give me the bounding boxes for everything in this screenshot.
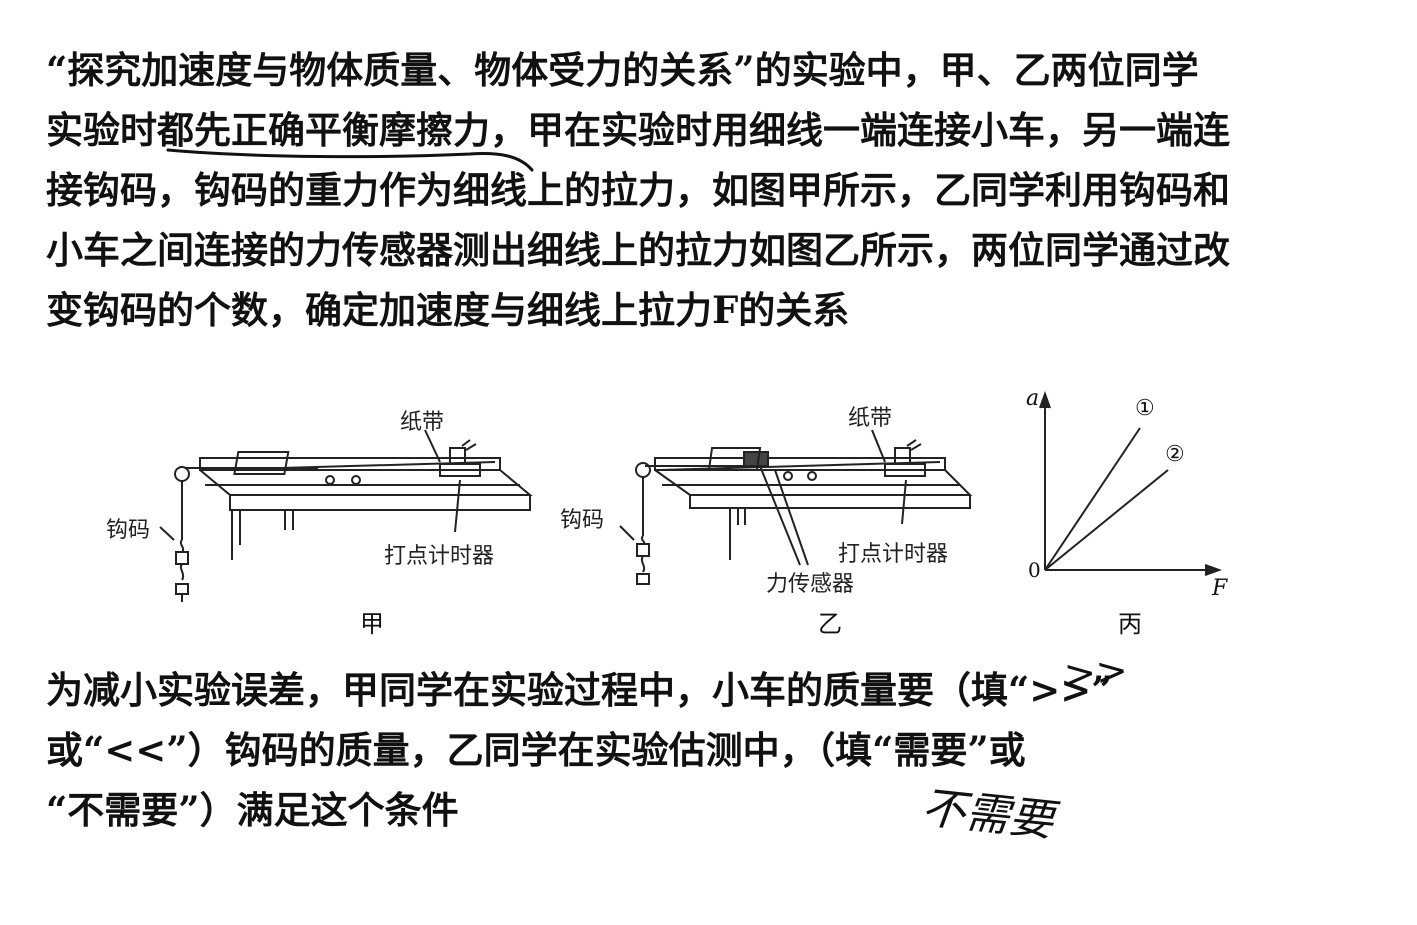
- jia-tape-label: 纸带: [400, 410, 445, 435]
- question-line-2-hint: （填“需要”或: [816, 728, 1026, 772]
- question-line-2-text: 或“<<”）钩码的质量，乙同学在实验估测中，: [46, 728, 817, 772]
- yi-caption: 乙: [818, 610, 842, 638]
- question-line-1-hint: （填“>>”: [934, 668, 1113, 712]
- paragraph-line-1: “探究加速度与物体质量、物体受力的关系”的实验中，甲、乙两位同学: [46, 48, 1199, 92]
- paragraph-line-3: 接钩码，钩码的重力作为细线上的拉力，如图甲所示，乙同学利用钩码和: [46, 168, 1230, 212]
- graph-y-axis-label: a: [1026, 386, 1040, 411]
- question-line-1-text: 为减小实验误差，甲同学在实验过程中，小车的质量要: [46, 668, 934, 712]
- yi-sensor-label: 力传感器: [766, 572, 855, 597]
- paragraph-line-2: 实验时都先正确平衡摩擦力，甲在实验时用细线一端连接小车，另一端连: [46, 108, 1230, 152]
- x-axis-arrow-icon: [1204, 564, 1222, 576]
- series-line-1: [1044, 427, 1141, 571]
- y-axis-arrow-icon: [1039, 391, 1051, 409]
- graph-origin-label: 0: [1028, 558, 1041, 582]
- handwritten-answer-2: 不需要: [919, 782, 1056, 847]
- yi-timer-label: 打点计时器: [838, 542, 949, 567]
- yi-tape-label: 纸带: [848, 406, 893, 431]
- jia-weight-label: 钩码: [106, 518, 151, 543]
- question-line-1: 为减小实验误差，甲同学在实验过程中，小车的质量要（填“>>”: [46, 666, 1381, 714]
- graph-line-2-label: ②: [1165, 442, 1185, 467]
- bing-caption: 丙: [1118, 610, 1142, 638]
- paragraph-line-5: 变钩码的个数，确定加速度与细线上拉力F的关系: [46, 288, 850, 332]
- yi-weight-label: 钩码: [560, 508, 605, 533]
- question-line-2: 或“<<”）钩码的质量，乙同学在实验估测中，（填“需要”或: [46, 726, 1381, 774]
- paragraph-line-4: 小车之间连接的力传感器测出细线上的拉力如图乙所示，两位同学通过改: [46, 228, 1230, 272]
- graph-x-axis-label: F: [1212, 576, 1228, 601]
- jia-timer-label: 打点计时器: [384, 544, 495, 569]
- jia-caption: 甲: [360, 610, 384, 638]
- handwritten-answer-1: >>: [1062, 647, 1130, 697]
- graph-line-1-label: ①: [1135, 396, 1155, 421]
- series-line-2: [1044, 469, 1169, 571]
- question-line-3: “不需要”）满足这个条件: [46, 788, 459, 832]
